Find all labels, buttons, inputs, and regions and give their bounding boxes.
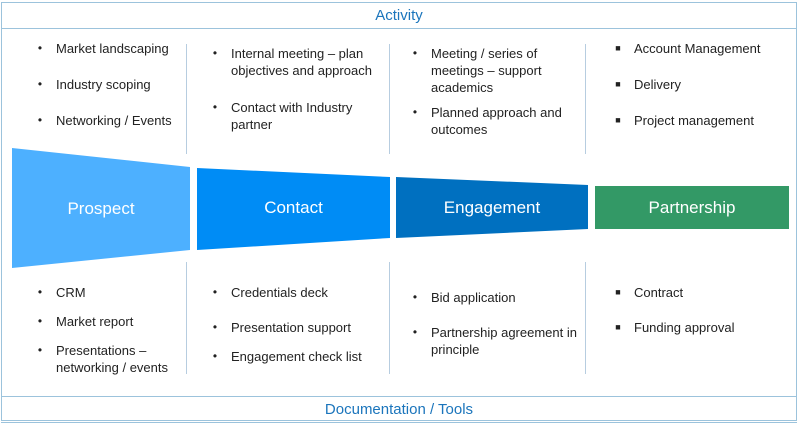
- round-bullet-icon: •: [37, 314, 43, 328]
- round-bullet-icon: •: [412, 290, 418, 304]
- list-item-text: Project management: [634, 113, 754, 128]
- list-item: • Internal meeting – plan objectives and …: [207, 45, 387, 79]
- list-item-text: Industry scoping: [56, 77, 151, 92]
- stage-shape-engagement: [396, 177, 588, 238]
- list-item-text: Engagement check list: [231, 349, 362, 364]
- activity-list: • Market landscaping • Industry scoping • Net…: [32, 40, 187, 129]
- list-item-text: Contact with Industry partner: [231, 100, 353, 132]
- round-bullet-icon: •: [412, 46, 418, 60]
- list-item: • Presentation support: [207, 319, 387, 336]
- tools-column-partnership: ■ Contract ■ Funding approval: [610, 284, 795, 336]
- tools-list: • Credentials deck • Presentation support • E…: [207, 284, 387, 365]
- activity-list: • Meeting / series of meetings – support …: [407, 45, 582, 138]
- list-item-text: Partnership agreement in principle: [431, 325, 577, 357]
- list-item: ■ Project management: [610, 112, 795, 129]
- documentation-tools-label: Documentation / Tools: [324, 401, 474, 418]
- list-item: ■ Delivery: [610, 76, 795, 93]
- list-item: • Market report: [32, 313, 187, 330]
- round-bullet-icon: •: [212, 320, 218, 334]
- tools-list: • Bid application • Partnership agreement i…: [407, 289, 582, 358]
- tools-column-prospect: • CRM • Market report • Presentations – netwo…: [32, 284, 187, 376]
- list-item: ■ Contract: [610, 284, 795, 301]
- list-item: • Engagement check list: [207, 348, 387, 365]
- activity-column-engagement: • Meeting / series of meetings – support …: [407, 45, 582, 138]
- list-item-text: Account Management: [634, 41, 761, 56]
- divider-top-1: [186, 44, 187, 154]
- round-bullet-icon: •: [37, 285, 43, 299]
- list-item: • Networking / Events: [32, 112, 187, 129]
- stage-shape-partnership: [595, 186, 789, 229]
- stage-label-engagement: Engagement: [443, 198, 541, 217]
- list-item-text: Presentation support: [231, 320, 351, 335]
- stage-shape-contact: [197, 168, 390, 250]
- activity-header-label: Activity: [375, 7, 423, 24]
- round-bullet-icon: •: [212, 46, 218, 60]
- stage-label-contact: Contact: [264, 198, 323, 217]
- divider-top-3: [585, 44, 586, 154]
- divider-bottom-1: [186, 262, 187, 374]
- list-item-text: Networking / Events: [56, 113, 172, 128]
- divider-top-2: [389, 44, 390, 154]
- list-item: ■ Account Management: [610, 40, 795, 57]
- list-item: • Planned approach and outcomes: [407, 104, 582, 138]
- list-item-text: Contract: [634, 285, 684, 300]
- list-item-text: Planned approach and outcomes: [431, 105, 562, 137]
- list-item-text: Delivery: [634, 77, 681, 92]
- round-bullet-icon: •: [212, 285, 218, 299]
- list-item: • Bid application: [407, 289, 582, 306]
- divider-bottom-3: [585, 262, 586, 374]
- square-bullet-icon: ■: [615, 115, 621, 125]
- square-bullet-icon: ■: [615, 287, 621, 297]
- list-item: • Presentations – networking / events: [32, 342, 187, 376]
- activity-header: Activity: [1, 2, 797, 29]
- square-bullet-icon: ■: [615, 79, 621, 89]
- list-item: • Market landscaping: [32, 40, 187, 57]
- round-bullet-icon: •: [37, 41, 43, 55]
- list-item-text: Funding approval: [634, 320, 735, 335]
- list-item-text: CRM: [56, 285, 86, 300]
- round-bullet-icon: •: [212, 100, 218, 114]
- list-item: ■ Funding approval: [610, 319, 795, 336]
- documentation-tools-footer: Documentation / Tools: [1, 396, 797, 423]
- list-item: • Partnership agreement in principle: [407, 324, 582, 358]
- square-bullet-icon: ■: [615, 322, 621, 332]
- divider-bottom-2: [389, 262, 390, 374]
- list-item: • CRM: [32, 284, 187, 301]
- tools-list: • CRM • Market report • Presentations – netwo…: [32, 284, 187, 376]
- round-bullet-icon: •: [37, 77, 43, 91]
- list-item: • Meeting / series of meetings – support …: [407, 45, 582, 96]
- activity-list: ■ Account Management ■ Delivery ■ Project man…: [610, 40, 795, 129]
- stage-shape-prospect: [12, 148, 190, 268]
- list-item-text: Credentials deck: [231, 285, 328, 300]
- round-bullet-icon: •: [37, 113, 43, 127]
- round-bullet-icon: •: [412, 325, 418, 339]
- tools-column-contact: • Credentials deck • Presentation support • E…: [207, 284, 387, 365]
- round-bullet-icon: •: [37, 343, 43, 357]
- stage-label-prospect: Prospect: [67, 199, 135, 218]
- tools-list: ■ Contract ■ Funding approval: [610, 284, 795, 336]
- list-item: • Credentials deck: [207, 284, 387, 301]
- list-item-text: Internal meeting – plan objectives and a…: [231, 46, 372, 78]
- list-item-text: Market landscaping: [56, 41, 169, 56]
- square-bullet-icon: ■: [615, 43, 621, 53]
- list-item-text: Meeting / series of meetings – support a…: [431, 46, 542, 95]
- activity-list: • Internal meeting – plan objectives and …: [207, 45, 387, 133]
- activity-column-contact: • Internal meeting – plan objectives and …: [207, 45, 387, 133]
- activity-column-partnership: ■ Account Management ■ Delivery ■ Project man…: [610, 40, 795, 129]
- list-item: • Contact with Industry partner: [207, 99, 387, 133]
- stage-label-partnership: Partnership: [648, 198, 736, 217]
- list-item-text: Bid application: [431, 290, 516, 305]
- list-item-text: Market report: [56, 314, 134, 329]
- list-item-text: Presentations – networking / events: [56, 343, 169, 375]
- round-bullet-icon: •: [412, 105, 418, 119]
- list-item: • Industry scoping: [32, 76, 187, 93]
- tools-column-engagement: • Bid application • Partnership agreement i…: [407, 289, 582, 358]
- round-bullet-icon: •: [212, 349, 218, 363]
- activity-column-prospect: • Market landscaping • Industry scoping • Net…: [32, 40, 187, 129]
